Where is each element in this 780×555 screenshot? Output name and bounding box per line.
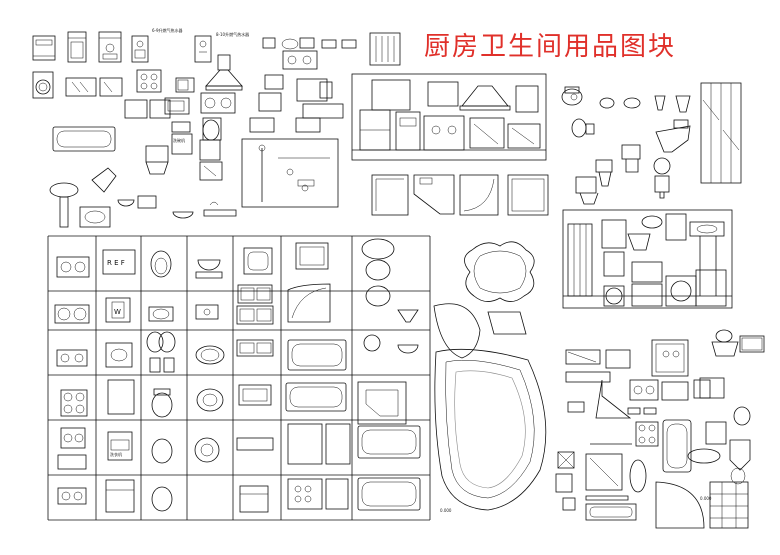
kitchen-elevation bbox=[351, 73, 547, 161]
svg-text:6-9升燃气热水器: 6-9升燃气热水器 bbox=[152, 27, 183, 33]
svg-text:0.000: 0.000 bbox=[440, 508, 452, 513]
sanitary-top-right bbox=[561, 82, 742, 205]
block-grid: R E F W 洗衣机 bbox=[47, 235, 431, 521]
shower-trays bbox=[371, 174, 549, 216]
large-tubs: 0.000 bbox=[433, 241, 547, 513]
svg-text:W: W bbox=[114, 308, 121, 316]
svg-text:洗衣机: 洗衣机 bbox=[110, 451, 122, 457]
bathroom-elevation bbox=[562, 209, 733, 309]
svg-text:8-10升燃气热水器: 8-10升燃气热水器 bbox=[216, 31, 249, 37]
svg-text:0.000: 0.000 bbox=[700, 496, 712, 501]
svg-text:洗碗机: 洗碗机 bbox=[173, 137, 185, 143]
sheet-title: 厨房卫生间用品图块 bbox=[424, 32, 677, 62]
svg-text:R E F: R E F bbox=[107, 259, 125, 267]
top-appliances: 6-9升燃气热水器 8-10升燃气热水器 bbox=[32, 27, 401, 228]
right-lower-blocks: 0.000 bbox=[555, 329, 765, 529]
